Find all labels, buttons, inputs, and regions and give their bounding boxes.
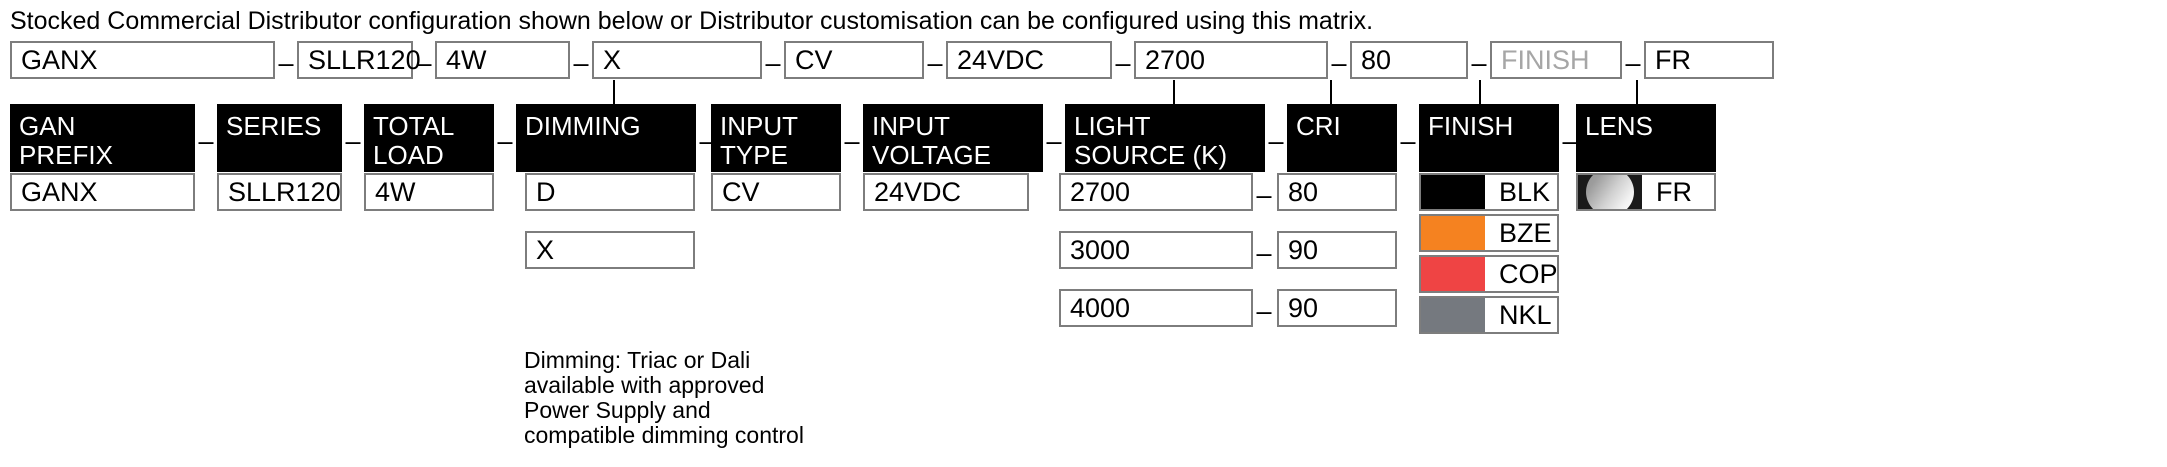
category-line-2: LOAD (373, 140, 444, 170)
category-line-1: DIMMING (525, 111, 641, 141)
separator-dash: – (1256, 238, 1272, 268)
option-finish-cop[interactable]: COP (1419, 255, 1559, 293)
separator-dash: – (416, 48, 432, 78)
category-header-gan-prefix: GAN PREFIX (10, 104, 195, 172)
finish-code-label: COP (1499, 258, 1558, 289)
summary-field-gan-prefix[interactable]: GANX (10, 41, 275, 79)
separator-dash: – (278, 48, 294, 78)
category-line-1: LIGHT (1074, 111, 1151, 141)
separator-dash: – (198, 126, 214, 156)
category-line-1: CRI (1296, 111, 1341, 141)
connector-tick-cri (1330, 80, 1332, 104)
option-finish-bze[interactable]: BZE (1419, 214, 1559, 252)
separator-dash: – (1046, 126, 1062, 156)
category-header-cri: CRI (1287, 104, 1397, 172)
category-header-dimming: DIMMING (516, 104, 696, 172)
finish-code-label: NKL (1499, 299, 1552, 330)
category-line-1: LENS (1585, 111, 1653, 141)
connector-tick-finish (1479, 80, 1481, 104)
separator-dash: – (1400, 126, 1416, 156)
category-line-1: GAN (19, 111, 76, 141)
intro-text: Stocked Commercial Distributor configura… (10, 7, 1374, 35)
option-gan-prefix-0[interactable]: GANX (10, 173, 195, 211)
separator-dash: – (844, 126, 860, 156)
finish-code-label: BZE (1499, 217, 1552, 248)
option-light-source-2[interactable]: 4000 (1059, 289, 1253, 327)
category-header-lens: LENS (1576, 104, 1716, 172)
separator-dash: – (765, 48, 781, 78)
separator-dash: – (699, 126, 715, 156)
category-line-1: INPUT (872, 111, 950, 141)
finish-code-label: BLK (1499, 176, 1551, 207)
option-finish-blk[interactable]: BLK (1419, 173, 1559, 211)
lens-code-label: FR (1656, 176, 1692, 207)
category-line-1: TOTAL (373, 111, 455, 141)
separator-dash: – (497, 126, 513, 156)
category-header-finish: FINISH (1419, 104, 1559, 172)
separator-dash: – (1268, 126, 1284, 156)
summary-field-input-voltage[interactable]: 24VDC (946, 41, 1112, 79)
category-header-total-load: TOTAL LOAD (364, 104, 494, 172)
category-line-2: PREFIX (19, 140, 113, 170)
category-line-2: VOLTAGE (872, 140, 991, 170)
summary-field-cri[interactable]: 80 (1350, 41, 1468, 79)
option-cri-0[interactable]: 80 (1277, 173, 1397, 211)
separator-dash: – (1115, 48, 1131, 78)
connector-tick-dimming (613, 80, 615, 104)
option-input-type-0[interactable]: CV (711, 173, 841, 211)
option-cri-1[interactable]: 90 (1277, 231, 1397, 269)
category-line-1: SERIES (226, 111, 322, 141)
frosted-sphere-icon (1586, 175, 1634, 209)
option-finish-nkl[interactable]: NKL (1419, 296, 1559, 334)
option-light-source-0[interactable]: 2700 (1059, 173, 1253, 211)
summary-field-series[interactable]: SLLR120 (297, 41, 421, 79)
dimming-note: Dimming: Triac or Dali available with ap… (524, 347, 804, 448)
category-line-1: INPUT (720, 111, 798, 141)
separator-dash: – (345, 126, 361, 156)
category-header-series: SERIES (217, 104, 342, 172)
option-cri-2[interactable]: 90 (1277, 289, 1397, 327)
option-dimming-0[interactable]: D (525, 173, 695, 211)
summary-field-light-source[interactable]: 2700 (1134, 41, 1328, 79)
summary-field-total-load[interactable]: 4W (435, 41, 570, 79)
category-line-2: TYPE (720, 140, 788, 170)
separator-dash: – (1256, 296, 1272, 326)
connector-tick-light-source (1173, 80, 1175, 104)
option-light-source-1[interactable]: 3000 (1059, 231, 1253, 269)
frosted-lens-swatch-icon (1578, 175, 1642, 209)
connector-tick-lens (1636, 80, 1638, 104)
separator-dash: – (573, 48, 589, 78)
option-dimming-1[interactable]: X (525, 231, 695, 269)
separator-dash: – (1471, 48, 1487, 78)
category-line-2: SOURCE (K) (1074, 140, 1228, 170)
color-swatch-bze (1421, 216, 1485, 250)
summary-field-finish[interactable]: FINISH (1490, 41, 1622, 79)
separator-dash: – (1331, 48, 1347, 78)
separator-dash: – (1256, 180, 1272, 210)
summary-field-input-type[interactable]: CV (784, 41, 924, 79)
color-swatch-nkl (1421, 298, 1485, 332)
option-input-voltage-0[interactable]: 24VDC (863, 173, 1029, 211)
option-lens-fr[interactable]: FR (1576, 173, 1716, 211)
separator-dash: – (1562, 126, 1578, 156)
category-header-input-type: INPUT TYPE (711, 104, 841, 172)
color-swatch-cop (1421, 257, 1485, 291)
category-header-light-source: LIGHT SOURCE (K) (1065, 104, 1265, 172)
option-series-0[interactable]: SLLR120 (217, 173, 342, 211)
category-header-input-voltage: INPUT VOLTAGE (863, 104, 1043, 172)
summary-field-lens[interactable]: FR (1644, 41, 1774, 79)
separator-dash: – (1625, 48, 1641, 78)
separator-dash: – (927, 48, 943, 78)
summary-field-dimming[interactable]: X (592, 41, 762, 79)
color-swatch-blk (1421, 175, 1485, 209)
category-line-1: FINISH (1428, 111, 1514, 141)
option-total-load-0[interactable]: 4W (364, 173, 494, 211)
